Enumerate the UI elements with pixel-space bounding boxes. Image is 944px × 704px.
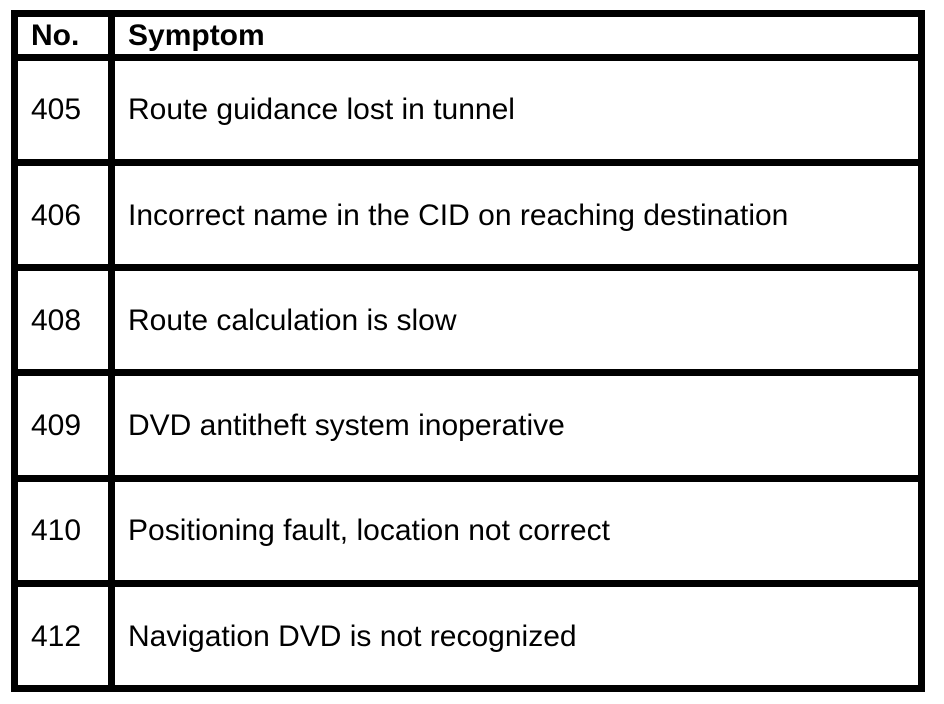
cell-no: 405 — [11, 53, 115, 166]
cell-no: 409 — [11, 369, 115, 482]
cell-no: 412 — [11, 579, 115, 693]
cell-symptom: Incorrect name in the CID on reaching de… — [108, 158, 925, 272]
symptom-table: No. Symptom 405 Route guidance lost in t… — [11, 10, 925, 693]
cell-symptom: Positioning fault, location not correct — [108, 474, 925, 587]
cell-symptom: DVD antitheft system inoperative — [108, 369, 925, 482]
table-row: 406 Incorrect name in the CID on reachin… — [11, 158, 925, 272]
cell-symptom: Route guidance lost in tunnel — [108, 53, 925, 166]
cell-no: 410 — [11, 474, 115, 587]
cell-no: 406 — [11, 158, 115, 272]
table-row: 412 Navigation DVD is not recognized — [11, 579, 925, 693]
table-row: 409 DVD antitheft system inoperative — [11, 369, 925, 482]
header-row: No. Symptom — [11, 10, 925, 61]
cell-no: 408 — [11, 263, 115, 377]
cell-symptom: Route calculation is slow — [108, 263, 925, 377]
table-row: 408 Route calculation is slow — [11, 263, 925, 377]
table-row: 410 Positioning fault, location not corr… — [11, 474, 925, 587]
column-header-symptom: Symptom — [108, 10, 925, 61]
table-row: 405 Route guidance lost in tunnel — [11, 53, 925, 166]
column-header-no: No. — [11, 10, 115, 61]
cell-symptom: Navigation DVD is not recognized — [108, 579, 925, 693]
